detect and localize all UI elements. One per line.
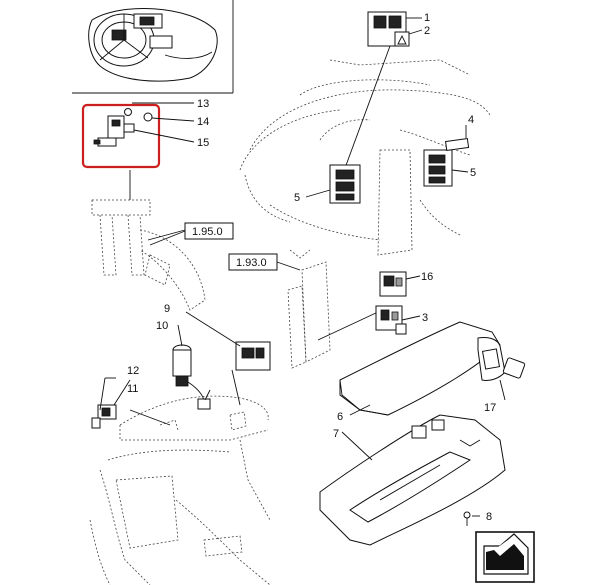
knob-17	[499, 357, 526, 401]
callout-1: 1	[424, 12, 430, 24]
reference-box-1950	[149, 222, 234, 246]
switch-2-lens	[394, 29, 423, 47]
console-tray-7	[319, 414, 506, 546]
callout-2: 2	[424, 25, 430, 37]
highlight-box	[81, 103, 161, 169]
callout-5-left: 5	[294, 192, 300, 204]
switch-group-5-right	[423, 149, 469, 187]
reference-box-1930	[228, 253, 301, 271]
switch-group-5-left	[305, 164, 361, 204]
switch-16	[379, 271, 421, 297]
cover-4	[444, 125, 470, 152]
brake-light-switch	[93, 102, 195, 147]
callout-9: 9	[164, 303, 170, 315]
next-page-button[interactable]	[475, 531, 535, 583]
socket-cap-12	[91, 377, 116, 429]
callout-labels: 1 2 3 4 5 5 6 7 8 9 10 11 12 13 14 15 16…	[127, 12, 496, 523]
switch-3	[375, 305, 421, 335]
reference-1950-label: 1.95.0	[192, 226, 223, 238]
callout-10: 10	[156, 320, 168, 332]
console-cover-6	[339, 321, 506, 416]
callout-4: 4	[468, 114, 474, 126]
callout-8: 8	[486, 511, 492, 523]
inset-steering-wheel-view	[88, 8, 218, 82]
callout-15: 15	[197, 137, 209, 149]
next-page-arrow-icon	[483, 533, 529, 575]
callout-6: 6	[337, 411, 343, 423]
callout-5-right: 5	[470, 167, 476, 179]
callout-3: 3	[422, 312, 428, 324]
switch-9	[185, 311, 271, 371]
inset-frame	[72, 0, 234, 94]
steering-column-cover	[287, 261, 379, 369]
socket-11	[97, 379, 131, 420]
cigar-lighter-10	[172, 324, 211, 410]
callout-17: 17	[484, 402, 496, 414]
callout-12: 12	[127, 365, 139, 377]
reference-1930-label: 1.93.0	[236, 257, 267, 269]
callout-7: 7	[333, 428, 339, 440]
lower-cab-outline	[89, 369, 271, 585]
screw-8	[463, 511, 480, 526]
dashboard-outline	[239, 59, 491, 259]
callout-13: 13	[197, 98, 209, 110]
callout-11: 11	[127, 383, 138, 395]
callout-16: 16	[421, 271, 433, 283]
pedal-assembly	[91, 170, 206, 311]
callout-14: 14	[197, 116, 209, 128]
